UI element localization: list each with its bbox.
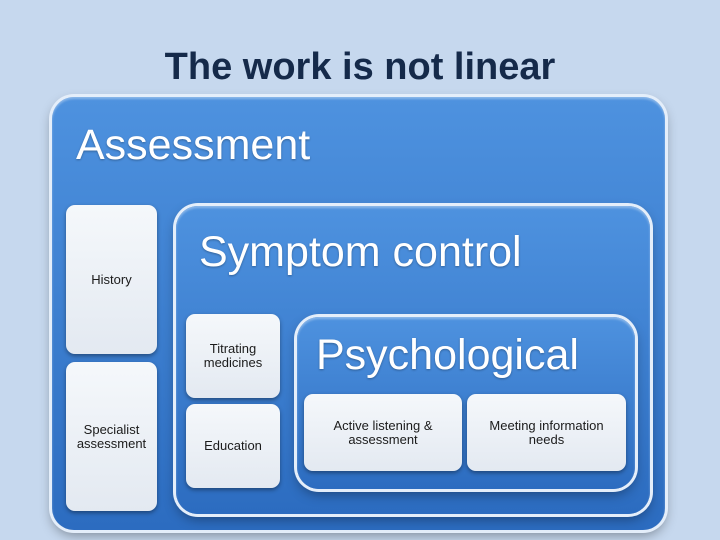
meeting-information-needs-label: Meeting information needs [489, 418, 604, 447]
education-card: Education [186, 404, 280, 488]
slide-title: The work is not linear [164, 46, 556, 88]
titrating-medicines-card: Titrating medicines [186, 314, 280, 398]
specialist-assessment-label: Specialist assessment [76, 421, 147, 451]
active-listening-label: Active listening & assessment [333, 418, 433, 447]
assessment-label: Assessment [76, 121, 311, 169]
psychological-label: Psychological [316, 331, 579, 379]
active-listening-card: Active listening & assessment [304, 394, 462, 471]
symptom-control-label: Symptom control [199, 228, 522, 276]
titrating-medicines-label: Titrating medicines [203, 341, 263, 370]
meeting-information-needs-card: Meeting information needs [467, 394, 626, 471]
history-label: History [91, 271, 132, 287]
specialist-assessment-card: Specialist assessment [66, 362, 157, 511]
history-card: History [66, 205, 157, 354]
education-label: Education [204, 438, 262, 453]
